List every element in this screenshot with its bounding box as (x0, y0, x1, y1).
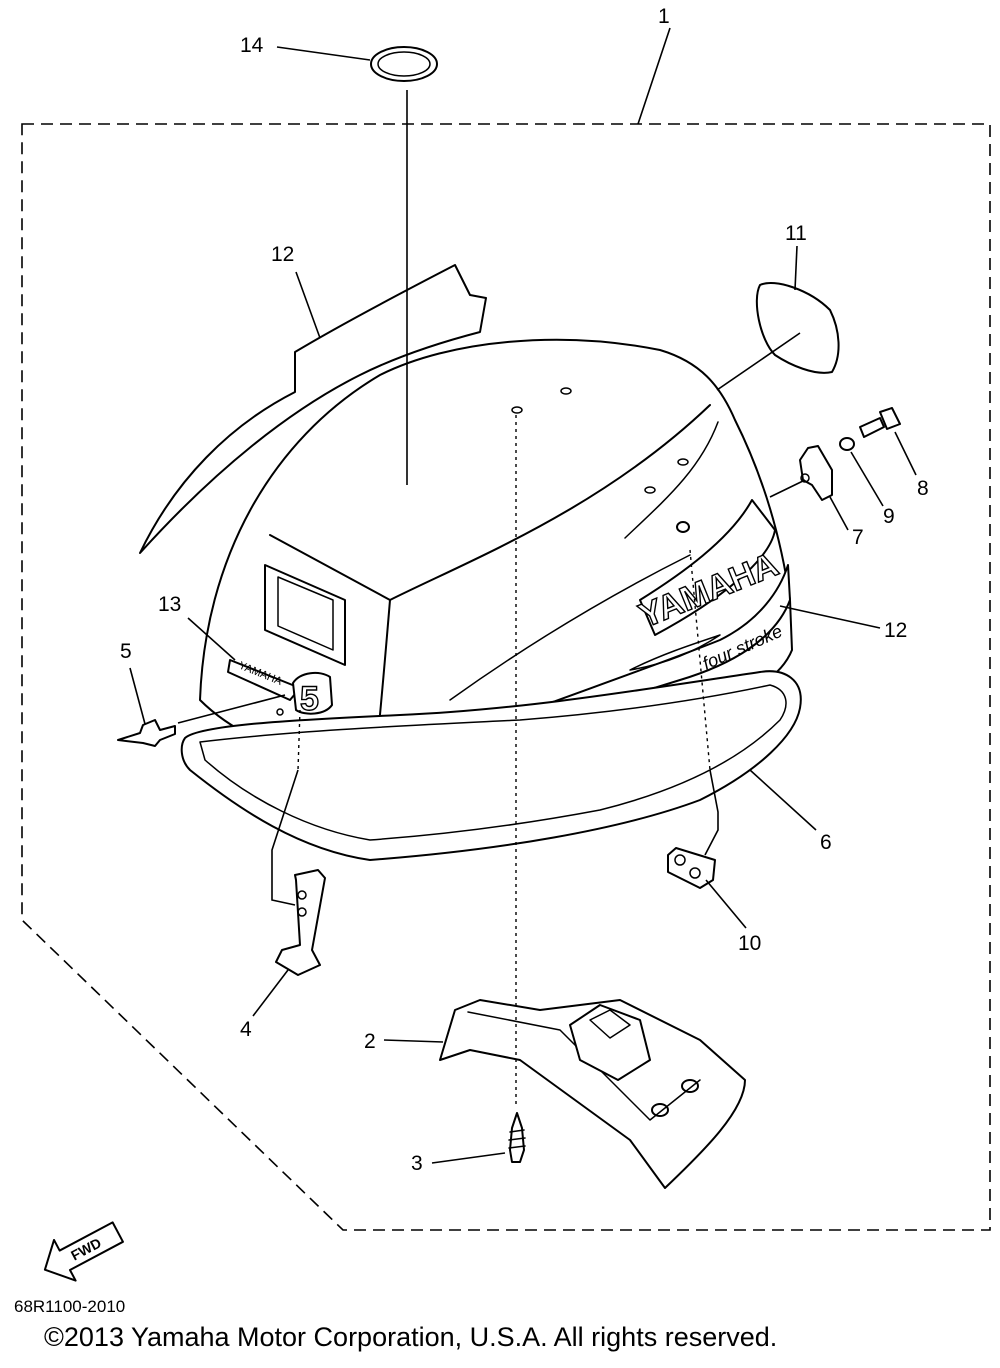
leader-5 (129, 667, 146, 725)
part-11 (755, 281, 840, 374)
callout-12-lower: 12 (884, 619, 907, 642)
guide-line-5 (177, 694, 286, 724)
part-5-rivet (117, 719, 176, 747)
model-number-plate (292, 671, 333, 715)
part-14-oring-inner (377, 51, 431, 77)
hook-hole (297, 890, 307, 900)
guide-line-7 (769, 479, 806, 498)
cowling-crease-2 (449, 554, 691, 701)
part-13-badge (227, 659, 301, 701)
part-9-washer (839, 437, 855, 451)
callout-3: 3 (411, 1152, 423, 1175)
leader-9 (850, 451, 884, 507)
part-2-boss (569, 1004, 651, 1081)
leader-14 (276, 46, 371, 61)
brand-decal-plate (639, 499, 776, 636)
cowling-hole (677, 458, 689, 466)
leader-3 (431, 1152, 506, 1164)
part-7-bracket (799, 445, 833, 501)
guide-line-4b (271, 769, 299, 906)
cowling-crease-1 (624, 421, 719, 539)
model-number-text: 5 (300, 680, 319, 718)
callout-6: 6 (820, 831, 832, 854)
part-8-bolt (859, 417, 885, 438)
cowling-hole (676, 521, 690, 533)
leader-12a (295, 271, 321, 339)
callout-4: 4 (240, 1018, 252, 1041)
part-8-bolt-head (879, 407, 901, 430)
decal-swoosh (629, 634, 721, 671)
drawing-code: 68R1100-2010 (14, 1297, 125, 1316)
grommet-hole (689, 867, 701, 879)
part-3-screw (509, 1112, 525, 1163)
callout-1: 1 (658, 5, 670, 28)
part-6-seal (180, 670, 802, 861)
cowling-top-edge (269, 404, 711, 601)
callout-2: 2 (364, 1030, 376, 1053)
cowling-hole (511, 406, 523, 414)
fwd-arrow-icon (43, 1221, 124, 1282)
callout-11: 11 (785, 222, 807, 245)
leader-10 (705, 879, 747, 929)
leader-11 (794, 245, 798, 291)
callout-12-upper: 12 (271, 243, 294, 266)
grommet-hole (674, 854, 686, 866)
leader-8 (894, 431, 917, 476)
fwd-arrow: FWD (43, 1221, 124, 1282)
leader-1 (637, 27, 671, 125)
part-2-hole (651, 1103, 669, 1117)
callout-14: 14 (240, 34, 264, 57)
cowling-hole (644, 486, 656, 494)
part-2-inner (467, 1011, 701, 1121)
part-6-seal-inner (199, 684, 787, 841)
callout-10: 10 (738, 932, 761, 955)
cowling-hole (276, 708, 284, 716)
guide-line-10 (689, 549, 711, 771)
vent-window-inner (277, 576, 334, 651)
part-12-upper-decal (139, 264, 487, 554)
callout-9: 9 (883, 505, 895, 528)
guide-line-4 (297, 709, 301, 771)
assembly-boundary (21, 123, 991, 1231)
callout-5: 5 (120, 640, 132, 663)
copyright: ©2013 Yamaha Motor Corporation, U.S.A. A… (44, 1322, 777, 1352)
part-10-grommet (667, 847, 716, 889)
leader-7 (829, 496, 849, 531)
leader-2 (383, 1039, 444, 1043)
cowling-hole (560, 387, 572, 395)
guide-line-11 (716, 332, 801, 391)
part-3-screw-thread (508, 1129, 526, 1149)
bracket-hole (800, 473, 810, 483)
leader-4 (252, 969, 289, 1017)
leader-6 (749, 769, 817, 831)
part-4-hook (275, 869, 326, 976)
part-2-boss-inner (589, 1009, 631, 1039)
callout-13: 13 (158, 593, 181, 616)
vent-window-outer (264, 564, 346, 666)
leader-12b (779, 605, 881, 629)
callout-7: 7 (852, 526, 864, 549)
guide-line-10b (704, 769, 719, 856)
callout-8: 8 (917, 477, 929, 500)
hook-hole (297, 907, 307, 917)
leader-13 (187, 617, 236, 661)
part-2-hole (681, 1079, 699, 1093)
